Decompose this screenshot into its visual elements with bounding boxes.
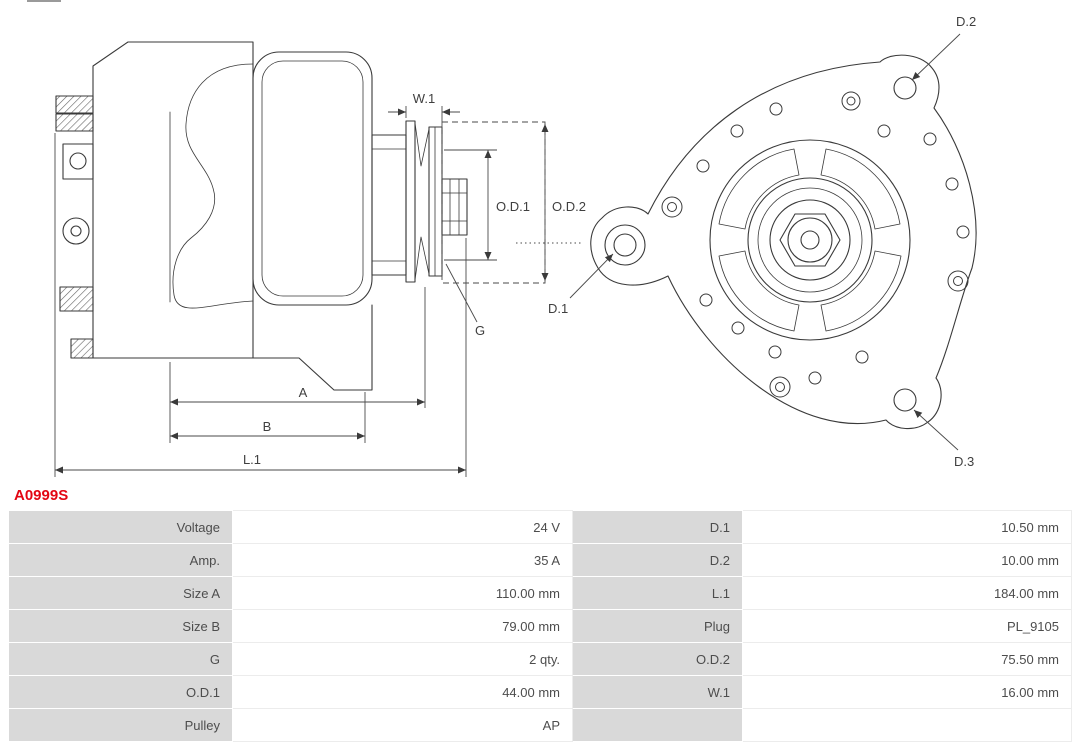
bracket-profile [172, 63, 254, 309]
mounting-studs [55, 95, 94, 359]
spec-row-size-a: Size A 110.00 mm L.1 184.00 mm [8, 576, 1072, 610]
dim-label-d2: D.2 [956, 14, 976, 29]
spec-label-pulley: Pulley [8, 708, 233, 742]
spec-label-d1: D.1 [572, 510, 743, 544]
spec-value-amp: 35 A [232, 543, 573, 577]
pulley [405, 120, 443, 283]
spec-label-w1: W.1 [572, 675, 743, 709]
spec-label-od2: O.D.2 [572, 642, 743, 676]
dim-label-a: A [299, 385, 308, 400]
spec-row-g: G 2 qty. O.D.2 75.50 mm [8, 642, 1072, 676]
dim-label-b: B [263, 419, 272, 434]
spec-label-l1: L.1 [572, 576, 743, 610]
fan-shroud-circle [709, 139, 911, 341]
vent-cutouts [718, 148, 902, 332]
rivets [661, 91, 969, 398]
label-d3: D.3 [913, 409, 974, 469]
housing-outline [590, 54, 977, 430]
spec-value-plug: PL_9105 [742, 609, 1072, 643]
label-d2: D.2 [911, 14, 976, 81]
spec-label-empty [572, 708, 743, 742]
spec-label-size-a: Size A [8, 576, 233, 610]
side-boss [62, 217, 90, 245]
adjusting-ear [62, 143, 94, 180]
spec-row-amp: Amp. 35 A D.2 10.00 mm [8, 543, 1072, 577]
dimension-w1: W.1 [388, 91, 460, 124]
spec-value-l1: 184.00 mm [742, 576, 1072, 610]
spec-value-size-a: 110.00 mm [232, 576, 573, 610]
spec-row-size-b: Size B 79.00 mm Plug PL_9105 [8, 609, 1072, 643]
label-d1: D.1 [548, 253, 614, 316]
spec-value-size-b: 79.00 mm [232, 609, 573, 643]
spec-table: Voltage 24 V D.1 10.50 mm Amp. 35 A D.2 … [8, 510, 1072, 742]
dim-label-l1: L.1 [243, 452, 261, 467]
drive-end-nose [371, 134, 407, 276]
rear-housing [252, 51, 373, 306]
shaft-nut-hexagon [779, 213, 841, 267]
alternator-body-outline [92, 41, 254, 359]
dimension-g: G [445, 263, 485, 338]
mounting-ear-d1 [604, 224, 646, 266]
front-view-drawing: D.2 D.1 D.3 [548, 14, 977, 469]
spec-label-amp: Amp. [8, 543, 233, 577]
vent-holes [696, 102, 970, 385]
dim-label-g: G [475, 323, 485, 338]
spec-row-pulley: Pulley AP [8, 708, 1072, 742]
spec-value-voltage: 24 V [232, 510, 573, 544]
spec-value-od1: 44.00 mm [232, 675, 573, 709]
bottom-foot [252, 304, 373, 391]
dimension-b: B [170, 392, 366, 443]
mounting-hole-d3 [893, 388, 917, 412]
technical-diagram: W.1 O.D.1 O.D.2 G A B [54, 14, 977, 477]
spec-row-voltage: Voltage 24 V D.1 10.50 mm [8, 510, 1072, 544]
ear-hole [69, 152, 87, 170]
spec-label-size-b: Size B [8, 609, 233, 643]
spec-value-d2: 10.00 mm [742, 543, 1072, 577]
spec-row-od1: O.D.1 44.00 mm W.1 16.00 mm [8, 675, 1072, 709]
dimension-od2: O.D.2 [541, 124, 586, 281]
spec-label-g: G [8, 642, 233, 676]
part-number: A0999S [14, 487, 69, 504]
spec-label-plug: Plug [572, 609, 743, 643]
side-boss-hole [70, 225, 82, 237]
shaft-splines [441, 178, 468, 236]
spec-label-d2: D.2 [572, 543, 743, 577]
dim-label-d3: D.3 [954, 454, 974, 469]
spec-value-od2: 75.50 mm [742, 642, 1072, 676]
cropped-element-artifact [27, 0, 61, 2]
dim-label-od2: O.D.2 [552, 199, 586, 214]
mounting-hole-d2 [893, 76, 917, 100]
dimension-od1: O.D.1 [444, 149, 530, 261]
spec-value-empty [742, 708, 1072, 742]
dim-label-d1: D.1 [548, 301, 568, 316]
side-view-drawing: W.1 O.D.1 O.D.2 G A B [54, 41, 586, 477]
rear-housing-inner [261, 60, 364, 297]
spec-value-d1: 10.50 mm [742, 510, 1072, 544]
spec-value-pulley: AP [232, 708, 573, 742]
dimension-l1: L.1 [54, 133, 467, 477]
spec-label-od1: O.D.1 [8, 675, 233, 709]
spec-label-voltage: Voltage [8, 510, 233, 544]
dim-label-od1: O.D.1 [496, 199, 530, 214]
dimension-a: A [169, 287, 426, 443]
hub [747, 177, 873, 303]
dim-label-w1: W.1 [413, 91, 435, 106]
spec-value-w1: 16.00 mm [742, 675, 1072, 709]
spec-value-g: 2 qty. [232, 642, 573, 676]
